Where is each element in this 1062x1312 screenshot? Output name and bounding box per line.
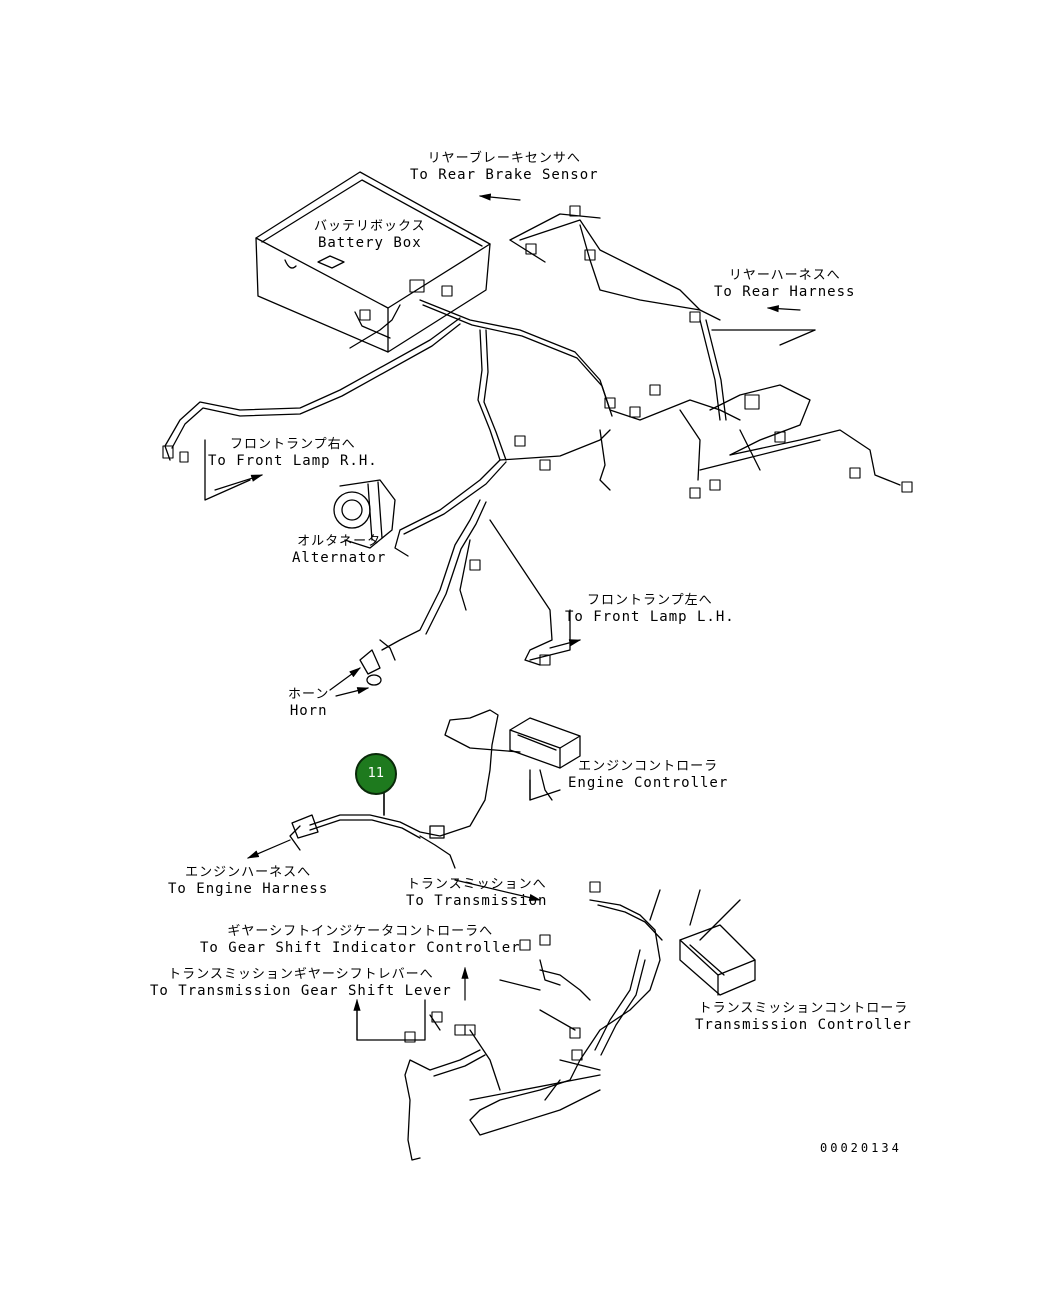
transmission-controller-label: トランスミッションコントローラ Transmission Controller [695, 1000, 912, 1034]
document-number: 00020134 [820, 1141, 902, 1155]
horn-label: ホーン Horn [288, 686, 329, 720]
battery-box-drawing [255, 171, 491, 353]
engine-harness-label-jp: エンジンハーネスへ [185, 865, 312, 880]
connectors [162, 205, 913, 1061]
transmission-label: トランスミッションへ To Transmission [406, 876, 547, 910]
trans-gear-shift-lever-label-jp: トランスミッションギヤーシフトレバーへ [168, 967, 434, 982]
transmission-label-jp: トランスミッションへ [406, 877, 547, 892]
rear-brake-sensor-label-en: To Rear Brake Sensor [410, 167, 599, 183]
battery-box-label-en: Battery Box [317, 235, 422, 251]
rear-harness-label-en: To Rear Harness [714, 284, 856, 300]
rear-harness-label: リヤーハーネスへ To Rear Harness [714, 267, 855, 301]
alternator-label-en: Alternator [292, 550, 387, 566]
trans-gear-shift-lever-label: トランスミッションギヤーシフトレバーへ To Transmission Gear… [150, 966, 452, 1000]
gear-shift-indicator-label-en: To Gear Shift Indicator Controller [200, 940, 521, 956]
horn-label-en: Horn [289, 703, 328, 719]
reference-bracket-lines [204, 213, 816, 1101]
engine-harness-label: エンジンハーネスへ To Engine Harness [168, 864, 328, 898]
alternator-drawing [333, 479, 396, 549]
front-lamp-rh-label-en: To Front Lamp R.H. [208, 453, 378, 469]
alternator-label: オルタネータ Alternator [292, 533, 386, 567]
transmission-controller-label-en: Transmission Controller [695, 1017, 912, 1033]
alternator-label-jp: オルタネータ [297, 534, 382, 549]
engine-controller-label-jp: エンジンコントローラ [578, 759, 719, 774]
transmission-controller-drawing [404, 899, 756, 1161]
direction-arrows [214, 193, 801, 1041]
gear-shift-indicator-label: ギヤーシフトインジケータコントローラへ To Gear Shift Indica… [200, 923, 521, 957]
front-lamp-rh-label-jp: フロントランプ右へ [230, 437, 356, 452]
engine-controller-label: エンジンコントローラ Engine Controller [568, 758, 728, 792]
engine-controller-drawing [509, 717, 581, 801]
gear-shift-indicator-label-jp: ギヤーシフトインジケータコントローラへ [227, 924, 494, 939]
trans-gear-shift-lever-label-en: To Transmission Gear Shift Lever [150, 983, 452, 999]
battery-box-label: バッテリボックス Battery Box [314, 218, 426, 252]
engine-controller-harness-drawing [291, 709, 521, 869]
engine-controller-label-en: Engine Controller [568, 775, 729, 791]
horn-label-jp: ホーン [288, 687, 330, 702]
rear-harness-label-jp: リヤーハーネスへ [728, 268, 841, 283]
transmission-controller-label-jp: トランスミッションコントローラ [698, 1001, 909, 1016]
rear-brake-sensor-label-jp: リヤーブレーキセンサへ [427, 151, 581, 166]
battery-box-label-jp: バッテリボックス [314, 219, 426, 234]
rear-brake-sensor-label: リヤーブレーキセンサへ To Rear Brake Sensor [410, 150, 599, 184]
callout-badge-11[interactable]: 11 [355, 753, 397, 795]
engine-harness-label-en: To Engine Harness [168, 881, 329, 897]
front-lamp-lh-label: フロントランプ左へ To Front Lamp L.H. [565, 592, 735, 626]
front-lamp-rh-label: フロントランプ右へ To Front Lamp R.H. [208, 436, 378, 470]
horn-drawing [359, 639, 396, 686]
front-lamp-lh-label-jp: フロントランプ左へ [587, 593, 713, 608]
front-lamp-lh-label-en: To Front Lamp L.H. [565, 609, 735, 625]
main-harness-drawing [164, 219, 901, 666]
transmission-label-en: To Transmission [406, 893, 548, 909]
